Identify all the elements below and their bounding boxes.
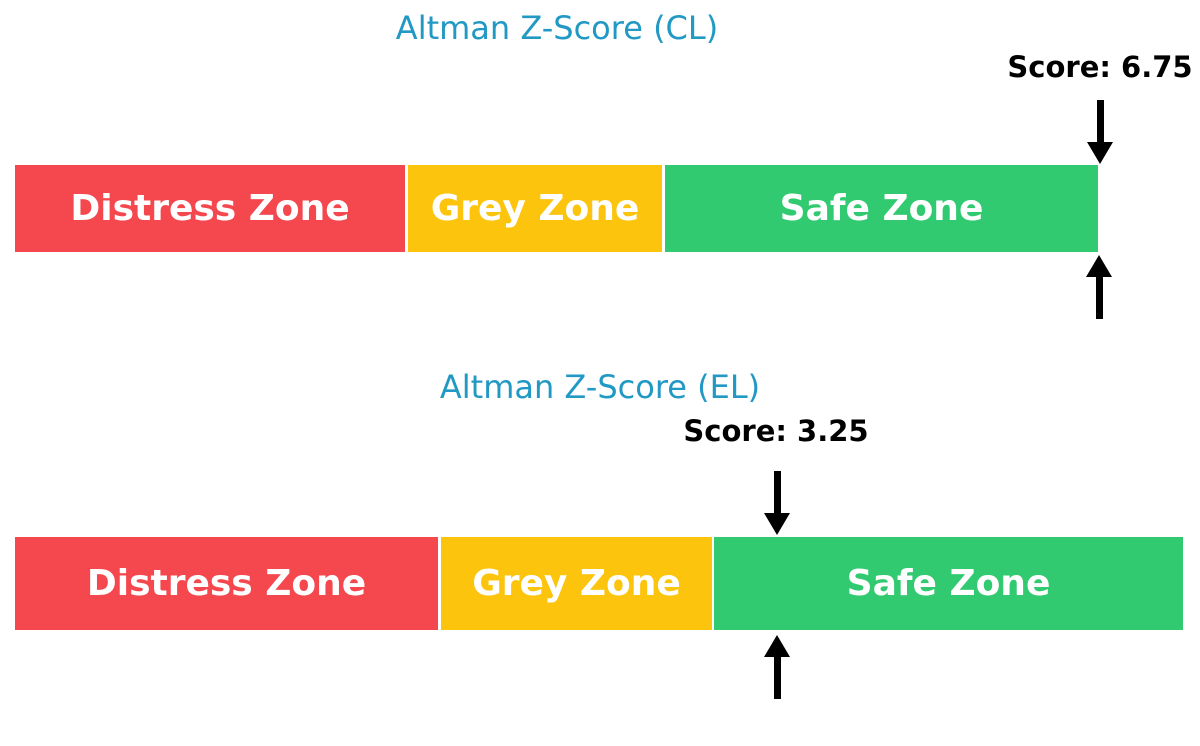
zone-bar-el: Distress Zone Grey Zone Safe Zone [0,537,1200,630]
arrow-head [764,635,790,657]
chart-cl-title: Altman Z-Score (CL) [395,9,719,47]
zone-segment-distress: Distress Zone [15,537,438,630]
zone-label: Grey Zone [472,563,681,604]
zone-label: Distress Zone [70,188,350,229]
arrow-head [764,513,790,535]
arrow-shaft [773,471,781,513]
up-arrow-icon [1086,255,1112,319]
chart-cl-score-label: Score: 6.75 [1007,50,1193,84]
chart-el-title: Altman Z-Score (EL) [439,368,761,406]
arrow-head [1087,142,1113,164]
arrow-head [1086,255,1112,277]
zone-label: Safe Zone [846,563,1051,604]
zone-segment-safe: Safe Zone [714,537,1183,630]
arrow-shaft [1095,277,1103,319]
arrow-shaft [1096,100,1104,142]
zone-label: Distress Zone [86,563,367,604]
zone-segment-safe: Safe Zone [665,165,1098,252]
up-arrow-icon [764,635,790,699]
zone-label: Grey Zone [430,188,640,229]
arrow-shaft [773,657,781,699]
chart-el-score-label: Score: 3.25 [683,414,869,448]
zone-segment-grey: Grey Zone [408,165,662,252]
down-arrow-icon [1087,100,1113,164]
zone-bar-cl: Distress Zone Grey Zone Safe Zone [0,165,1200,252]
zone-label: Safe Zone [779,188,984,229]
zone-segment-grey: Grey Zone [441,537,712,630]
down-arrow-icon [764,471,790,535]
zone-segment-distress: Distress Zone [15,165,405,252]
